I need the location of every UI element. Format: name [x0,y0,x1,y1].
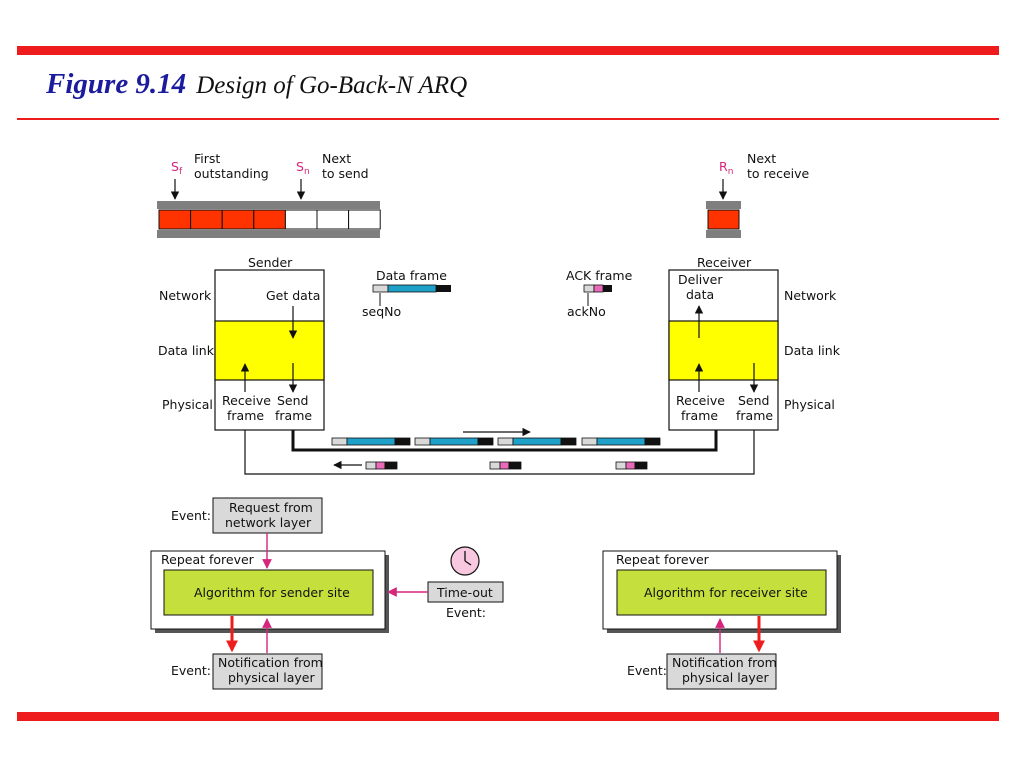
data-frame-legend-label: Data frame [376,268,447,283]
sender-notification-box [212,653,323,690]
receiver-data-link-label: Data link [784,343,841,358]
sender-data-link-label: Data link [158,343,215,358]
sender-network-label: Network [159,288,212,303]
free-slot [316,209,350,230]
sf-desc-line1: First [194,151,220,166]
sender-physical-label: Physical [162,397,213,412]
receiver-notif-line1: Notification from [672,655,777,670]
receiver-algorithm-box [616,569,827,616]
request-line1: Request from [229,500,313,515]
free-slot [284,209,318,230]
sender-send-line1: Send [277,393,308,408]
bottom-rule [17,712,999,721]
sender-title: Sender [248,255,293,270]
window-rail-top [157,201,380,209]
data-frame [331,437,411,446]
rx-window-rail-top [706,201,741,209]
free-slot [348,209,381,230]
sender-send-line2: frame [275,408,312,423]
outstanding-slot [158,209,192,230]
seqno-label: seqNo [362,304,401,319]
receiver-physical-label: Physical [784,397,835,412]
sender-algorithm-label: Algorithm for sender site [194,585,350,600]
figure-number: Figure 9.14 [46,68,187,100]
outstanding-slot [190,209,223,230]
sender-data-link-layer [214,320,325,381]
sn-pointer-label: Sn [296,159,310,177]
receiver-title: Receiver [697,255,752,270]
timeout-event-label: Event: [446,605,486,620]
rn-desc-line2: to receive [747,166,810,181]
data-frame [581,437,661,446]
sender-notif-event-label: Event: [171,663,211,678]
sender-notif-line2: physical layer [228,670,315,685]
ackno-label: ackNo [567,304,606,319]
top-rule [17,46,999,55]
sender-algorithm-box [163,569,374,616]
sender-notif-line1: Notification from [218,655,323,670]
deliver-line2: data [686,287,714,302]
data-frame [497,437,577,446]
title-underline [17,118,999,120]
timer-clock-icon [450,546,480,576]
request-line2: network layer [225,515,312,530]
deliver-line1: Deliver [678,272,723,287]
rn-desc-line1: Next [747,151,776,166]
receiver-notification-box [666,653,777,690]
data-channel-line [291,430,718,452]
rn-pointer-label: Rn [719,159,733,177]
receiver-window [706,201,741,238]
get-data-label: Get data [266,288,320,303]
window-slots [158,209,381,230]
receiver-algorithm-label: Algorithm for receiver site [644,585,808,600]
receiver-receive-line2: frame [681,408,718,423]
receiver-send-line1: Send [738,393,769,408]
sf-pointer-label: Sf [171,159,183,177]
receiver-data-link-layer [668,320,779,381]
rx-window-slot [707,209,740,230]
window-rail-bottom [157,230,380,238]
outstanding-slot [253,209,286,230]
data-frame [414,437,494,446]
ack-frame [489,461,522,470]
sn-desc-line1: Next [322,151,351,166]
sender-repeat-label: Repeat forever [161,552,255,567]
receiver-network-label: Network [784,288,837,303]
rx-window-rail-bottom [706,230,741,238]
sn-desc-line2: to send [322,166,369,181]
sender-receive-line2: frame [227,408,264,423]
data-frames-in-transit [331,437,661,446]
outstanding-slot [221,209,255,230]
data-frame-legend [372,284,451,293]
ack-channel-line [244,430,755,475]
ack-frame [365,461,398,470]
sender-event-label: Event: [171,508,211,523]
sf-desc-line2: outstanding [194,166,269,181]
sender-window [157,201,381,238]
ack-frame-legend [583,284,612,293]
request-event-box [212,497,323,534]
receiver-repeat-label: Repeat forever [616,552,710,567]
receiver-send-line2: frame [736,408,773,423]
receiver-receive-line1: Receive [676,393,725,408]
figure-title: Figure 9.14 Design of Go-Back-N ARQ [46,68,467,101]
ack-frame [615,461,648,470]
ack-frame-legend-label: ACK frame [566,268,633,283]
ack-frames-in-transit [365,461,648,470]
timeout-label: Time-out [436,585,493,600]
receiver-notif-line2: physical layer [682,670,769,685]
sender-receive-line1: Receive [222,393,271,408]
receiver-notif-event-label: Event: [627,663,667,678]
figure-caption: Design of Go-Back-N ARQ [196,72,468,99]
